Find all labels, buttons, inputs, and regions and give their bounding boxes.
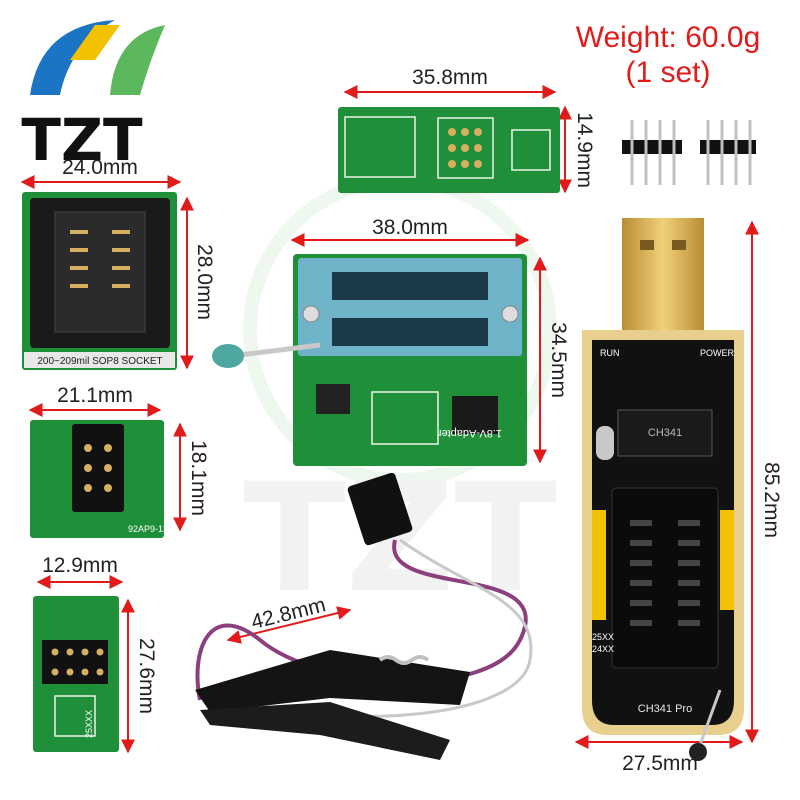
sop8-socket-label: 200~209mil SOP8 SOCKET [37, 356, 162, 367]
dim-25xx-height: 27.6mm [135, 638, 158, 714]
small-board-connector [72, 424, 124, 512]
header-yellow-left [592, 510, 606, 620]
brand-name: TZT [21, 106, 143, 174]
small-8pin-board: 21.1mm 18.1mm 92AP9-13 [28, 384, 210, 538]
dim-25xx-width: 12.9mm [42, 554, 118, 577]
adapter8-pin-holes [448, 128, 482, 168]
adapter-18v-board: 38.0mm 34.5mm 1.8V-Adapter [212, 216, 570, 466]
logo-swoosh-green [110, 25, 165, 95]
crystal [596, 426, 614, 460]
dim-sop8-width: 24.0mm [62, 156, 138, 179]
weight-line-1: Weight: 60.0g [576, 21, 761, 54]
clip-jaw-lower [200, 702, 450, 760]
header-yellow-right [720, 510, 734, 610]
clip-spring [378, 655, 430, 665]
dim-small-height: 18.1mm [187, 440, 210, 516]
zif-lever [231, 342, 321, 359]
board-25xx-footprint [54, 695, 96, 737]
chip-footprint [371, 391, 439, 445]
dim-adapter18-width: 38.0mm [372, 216, 448, 239]
zif-socket-24 [611, 487, 719, 669]
sop8-socket-lid [54, 211, 146, 333]
header-pins [622, 120, 756, 185]
header-pin-strip-1 [622, 140, 682, 154]
zif-slots [332, 272, 488, 346]
level-shifter-chip [452, 396, 498, 434]
dim-small-width: 21.1mm [57, 384, 133, 407]
dim-adapter8-width: 35.8mm [412, 66, 488, 89]
label-power: POWER [700, 348, 735, 358]
soic-test-clip: 42.8mm [195, 472, 533, 760]
clip-jaw-upper [195, 650, 470, 712]
weight-label: Weight: 60.0g (1 set) [576, 21, 761, 89]
dim-arrow-clip-length [226, 606, 352, 644]
programmer-model: CH341 Pro [638, 703, 692, 715]
logo-swoosh-yellow [70, 25, 120, 60]
board-25xx: 12.9mm 27.6mm 25XXX [33, 554, 158, 754]
dim-programmer-length: 85.2mm [760, 462, 783, 538]
weight-line-2: (1 set) [625, 56, 710, 89]
label-24xx: 24XX [592, 644, 614, 654]
regulator-chip [316, 384, 350, 414]
brand-logo: TZT [21, 20, 165, 174]
label-run: RUN [600, 348, 620, 358]
zif-lever-programmer [698, 689, 722, 746]
clip-connector [347, 472, 413, 546]
zif-screw-left [302, 305, 320, 323]
header-pin-strip-2 [700, 140, 756, 154]
board-25xx-label: 25XXX [84, 710, 94, 738]
board-25xx-header [42, 640, 108, 684]
adapter8-footprint-left [344, 116, 416, 178]
adapter8-footprint-right [511, 129, 551, 171]
sop8-label-strip [24, 352, 175, 368]
sop8-pins [70, 230, 130, 288]
dim-programmer-width: 27.5mm [622, 752, 698, 775]
ch341-chip [617, 409, 713, 457]
small-board-code: 92AP9-13 [128, 524, 168, 534]
ch341a-programmer: 85.2mm 27.5mm RUN POWER CH341 25XX 24XX … [574, 218, 783, 775]
dim-adapter18-height: 34.5mm [547, 322, 570, 398]
adapter8-center-footprint [437, 117, 494, 179]
ch341-chip-label: CH341 [648, 427, 682, 439]
adapter-8pin-board: 35.8mm 14.9mm [338, 66, 596, 194]
adapter18-label: 1.8V-Adapter [437, 427, 502, 439]
sop8-socket-board: 24.0mm 28.0mm 200~209mil SOP8 SOCKET [20, 156, 216, 370]
watermark-text: TZT [243, 452, 556, 626]
usb-plug [622, 218, 704, 330]
zif-screw-right [501, 305, 519, 323]
dim-adapter8-height: 14.9mm [573, 112, 596, 188]
zif-lever-knob [212, 344, 244, 368]
dim-sop8-height: 28.0mm [193, 244, 216, 320]
label-25xx: 25XX [592, 632, 614, 642]
zif-lever-knob-programmer [689, 743, 707, 761]
